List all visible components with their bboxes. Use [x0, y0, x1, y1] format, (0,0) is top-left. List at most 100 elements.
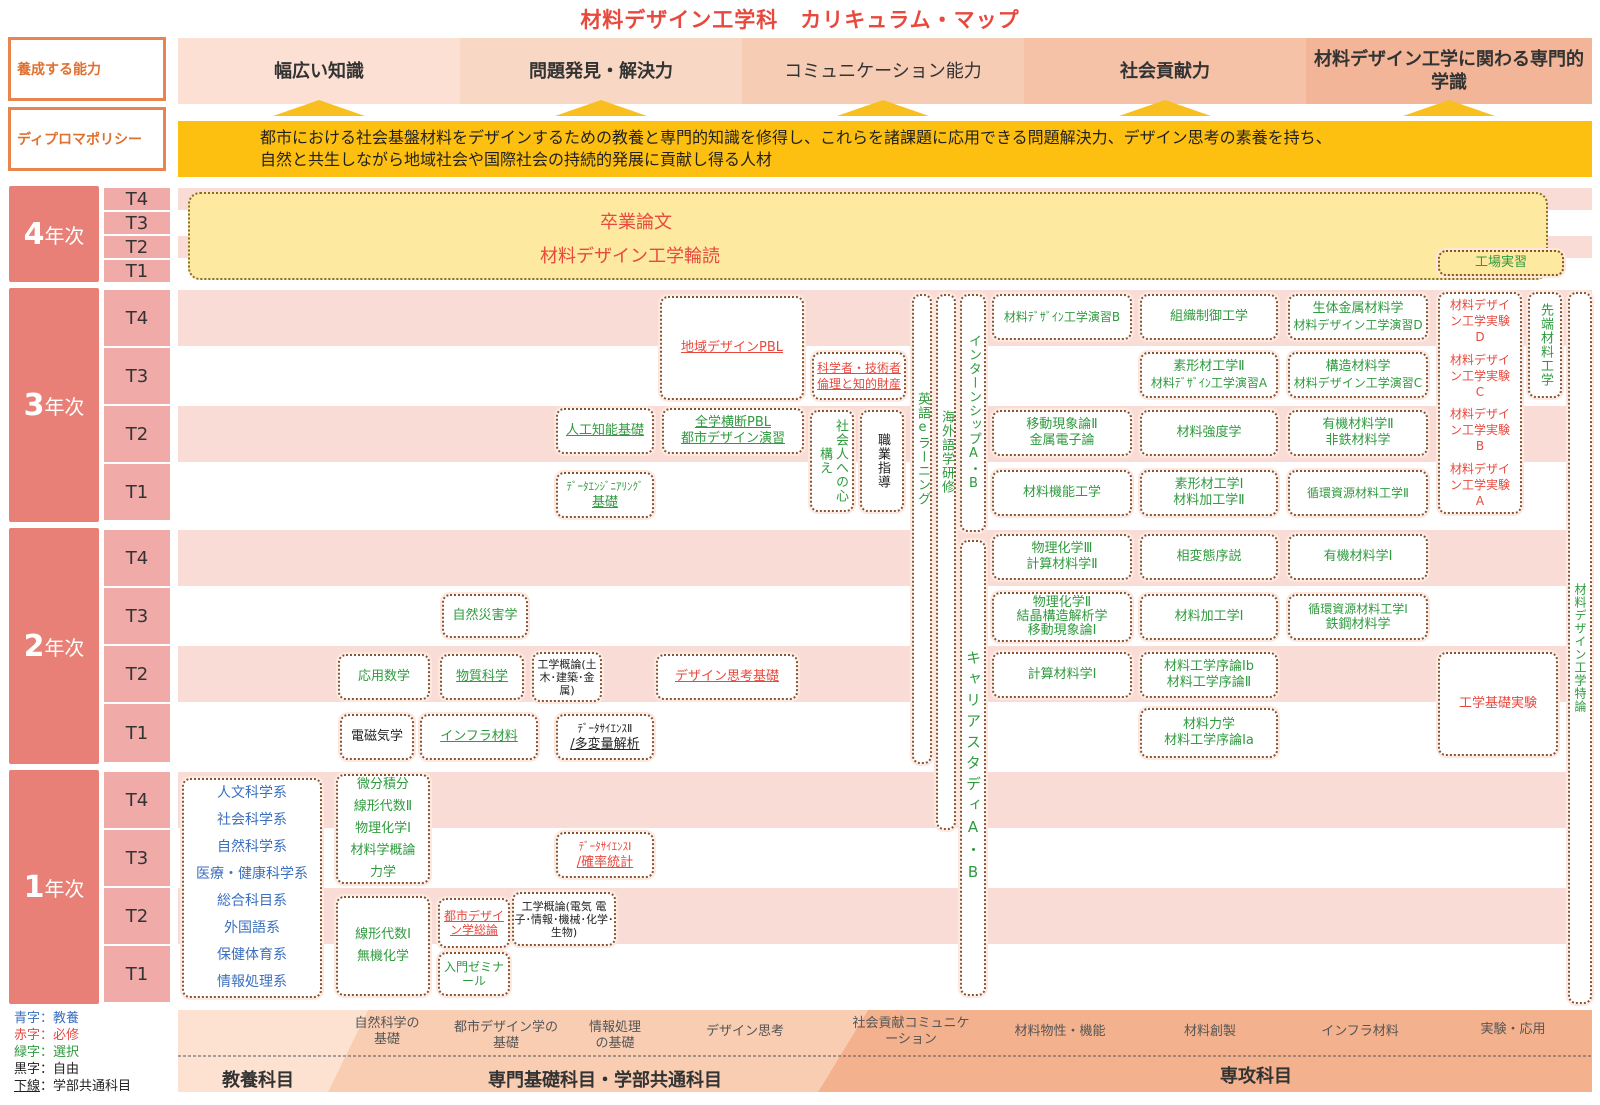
- term-label: T4: [104, 188, 170, 210]
- category-major: 専攻科目: [1220, 1066, 1292, 1087]
- page-title: 材料デザイン工学科 カリキュラム・マップ: [580, 8, 1020, 32]
- term-label: T1: [104, 260, 170, 282]
- term-label: T2: [104, 236, 170, 258]
- arrow-icon: [555, 100, 647, 116]
- course: 材料機能工学: [992, 470, 1132, 516]
- course: 応用数学: [338, 654, 430, 700]
- term-label: T2: [104, 406, 170, 462]
- course: 構造材料学材料デザイン工学演習C: [1288, 352, 1428, 398]
- term-label: T1: [104, 946, 170, 1002]
- category: 材料物性・機能: [1014, 1024, 1106, 1039]
- course: 人工知能基礎: [556, 408, 654, 454]
- category: デザイン思考: [705, 1024, 784, 1039]
- term-label: T4: [104, 772, 170, 828]
- course: 材料力学材料工学序論Ⅰa: [1140, 708, 1278, 758]
- term-label: T3: [104, 830, 170, 886]
- term-label: T1: [104, 704, 170, 762]
- term-label: T4: [104, 530, 170, 586]
- course: 相変態序説: [1140, 534, 1278, 580]
- term-label: T1: [104, 464, 170, 520]
- category: 自然科学の基礎: [354, 1016, 420, 1047]
- term-label: T3: [104, 212, 170, 234]
- course: 先端材料工学: [1528, 292, 1562, 398]
- course: 都市デザイン学総論: [438, 898, 510, 948]
- general-ed-block: 人文科学系社会科学系自然科学系医療・健康科学系総合科目系外国語系保健体育系情報処…: [182, 778, 322, 998]
- term-label: T2: [104, 888, 170, 944]
- ability-communication: コミュニケーション能力: [742, 38, 1024, 104]
- ability-problem-solving: 問題発見・解決力: [460, 38, 742, 104]
- course: ﾃﾞｰﾀｻｲｴﾝｽⅠ/確率統計: [556, 832, 654, 878]
- course: 自然災害学: [442, 594, 528, 638]
- course: 海外語学研修: [936, 294, 956, 830]
- category: 実験・応用: [1480, 1022, 1546, 1037]
- thesis-block: [188, 192, 1548, 280]
- course: インターンシップA・B: [960, 294, 986, 532]
- course: 材料デザイン工学特論: [1568, 292, 1592, 1004]
- arrow-icon: [1119, 100, 1211, 116]
- course: 工学基礎実験: [1438, 652, 1558, 756]
- ability-expertise: 材料デザイン工学に関わる専門的学識: [1306, 38, 1592, 104]
- policy-line-2: 自然と共生しながら地域社会や国際社会の持続的発展に貢献し得る人材: [260, 150, 773, 169]
- category-basic: 専門基礎科目・学部共通科目: [488, 1070, 722, 1091]
- reading: 材料デザイン工学輪読: [540, 246, 720, 267]
- ability-contribution: 社会貢献力: [1024, 38, 1306, 104]
- arrow-icon: [273, 100, 365, 116]
- category: 社会貢献コミュニケーション: [852, 1016, 970, 1047]
- course: 入門ゼミナール: [438, 952, 510, 996]
- course: 英語eラーニング: [912, 294, 932, 764]
- category: 材料創製: [1183, 1024, 1236, 1039]
- factory-training: 工場実習: [1438, 250, 1564, 276]
- arrow-icon: [837, 100, 929, 116]
- course: 計算材料学Ⅰ: [992, 652, 1132, 698]
- course: 工学概論(土木･建築･金属): [532, 652, 602, 702]
- course: 地域デザインPBL: [660, 296, 804, 400]
- course: ﾃﾞｰﾀｻｲｴﾝｽⅡ/多変量解析: [556, 714, 654, 760]
- category: 情報処理の基礎: [588, 1020, 641, 1051]
- policy-label: ディプロマポリシー: [8, 107, 166, 171]
- term-label: T3: [104, 348, 170, 404]
- course: 工学概論(電気 電子･情報･機械･化学･生物): [512, 892, 616, 946]
- course: 電磁気学: [340, 714, 414, 760]
- category-general: 教養科目: [222, 1070, 294, 1091]
- ability-broad-knowledge: 幅広い知識: [178, 38, 460, 104]
- diploma-policy: 都市における社会基盤材料をデザインするための教養と専門的知識を修得し、これらを諸…: [178, 121, 1592, 177]
- course: 材料ﾃﾞｻﾞｲﾝ工学演習B: [992, 294, 1132, 340]
- course: 科学者・技術者倫理と知的財産: [812, 352, 906, 400]
- course: デザイン思考基礎: [656, 654, 798, 700]
- thesis: 卒業論文: [600, 212, 672, 233]
- category: インフラ材料: [1321, 1024, 1399, 1039]
- course: インフラ材料: [420, 714, 538, 760]
- course: 生体金属材料学材料デザイン工学演習D: [1288, 294, 1428, 340]
- term-label: T3: [104, 588, 170, 644]
- category-bar: [178, 1010, 1592, 1092]
- legend: 青字：教養 赤字：必修 緑字：選択 黒字：自由 下線：学部共通科目: [14, 1011, 132, 1094]
- course: 循環資源材料工学Ⅱ: [1288, 470, 1428, 516]
- course: 社会人への心構え: [810, 410, 854, 512]
- term-label: T2: [104, 646, 170, 702]
- course: キャリアスタディA・B: [960, 540, 986, 996]
- course: 材料強度学: [1140, 410, 1278, 456]
- arrow-icon: [1403, 100, 1495, 116]
- ability-label: 養成する能力: [8, 37, 166, 101]
- course: 職業指導: [860, 410, 904, 512]
- policy-line-1: 都市における社会基盤材料をデザインするための教養と専門的知識を修得し、これらを諸…: [260, 128, 1332, 147]
- course: 組織制御工学: [1140, 294, 1278, 340]
- course: ﾃﾞｰﾀｴﾝｼﾞﾆｱﾘﾝｸﾞ基礎: [556, 472, 654, 518]
- category: 都市デザイン学の基礎: [454, 1020, 559, 1051]
